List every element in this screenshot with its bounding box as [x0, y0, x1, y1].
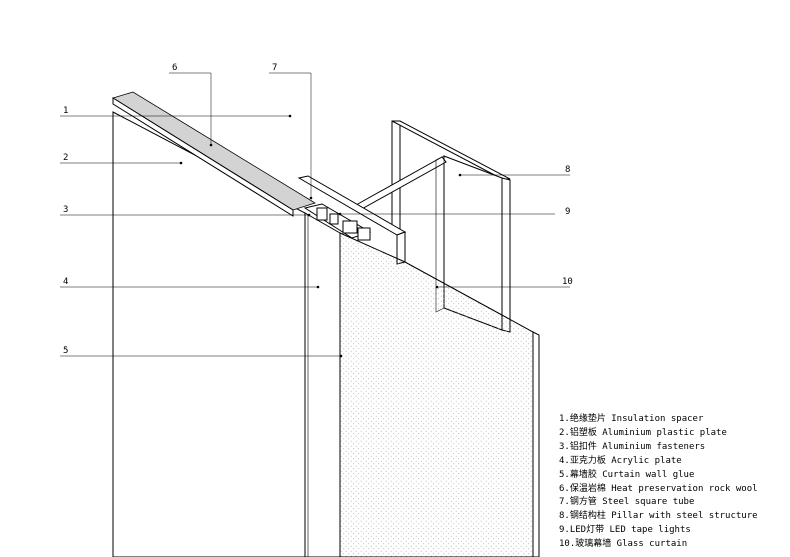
callout-labels: 1 2 3 4 5 6 7 8 9 10 — [63, 63, 573, 356]
aluminium-plastic-plate — [112, 111, 306, 557]
legend-item: 7.钢方管 Steel square tube — [559, 497, 695, 508]
legend-item: 9.LED灯带 LED tape lights — [559, 525, 691, 536]
callout-8: 8 — [565, 165, 570, 175]
callout-6: 6 — [172, 63, 177, 73]
callout-4: 4 — [63, 277, 68, 287]
rock-wool-strip — [112, 91, 316, 217]
steel-square-tube — [297, 175, 407, 265]
legend-item: 10.玻璃幕墙 Glass curtain — [559, 539, 688, 550]
callout-5: 5 — [63, 346, 68, 356]
callout-1: 1 — [63, 106, 68, 116]
callout-3: 3 — [63, 205, 68, 215]
legend-item: 6.保温岩棉 Heat preservation rock wool — [559, 483, 758, 494]
materials-legend: 1.绝缘垫片 Insulation spacer 2.铝塑板 Aluminium… — [559, 413, 790, 552]
legend-item: 2.铝塑板 Aluminium plastic plate — [559, 427, 727, 438]
leader-lines — [60, 72, 570, 358]
legend-item: 8.钢结构柱 Pillar with steel structure — [559, 511, 758, 522]
callout-7: 7 — [272, 63, 277, 73]
glass-curtain — [339, 232, 540, 557]
callout-2: 2 — [63, 153, 68, 163]
legend-item: 5.幕墙胶 Curtain wall glue — [559, 469, 695, 480]
aluminium-fasteners — [303, 203, 372, 241]
legend-item: 4.亚克力板 Acrylic plate — [559, 455, 682, 466]
legend-item: 3.铝扣件 Aluminium fasteners — [559, 441, 706, 452]
acrylic-plate — [304, 212, 341, 557]
legend-item: 1.绝缘垫片 Insulation spacer — [559, 414, 704, 424]
callout-9: 9 — [565, 207, 570, 217]
callout-10: 10 — [562, 277, 573, 287]
